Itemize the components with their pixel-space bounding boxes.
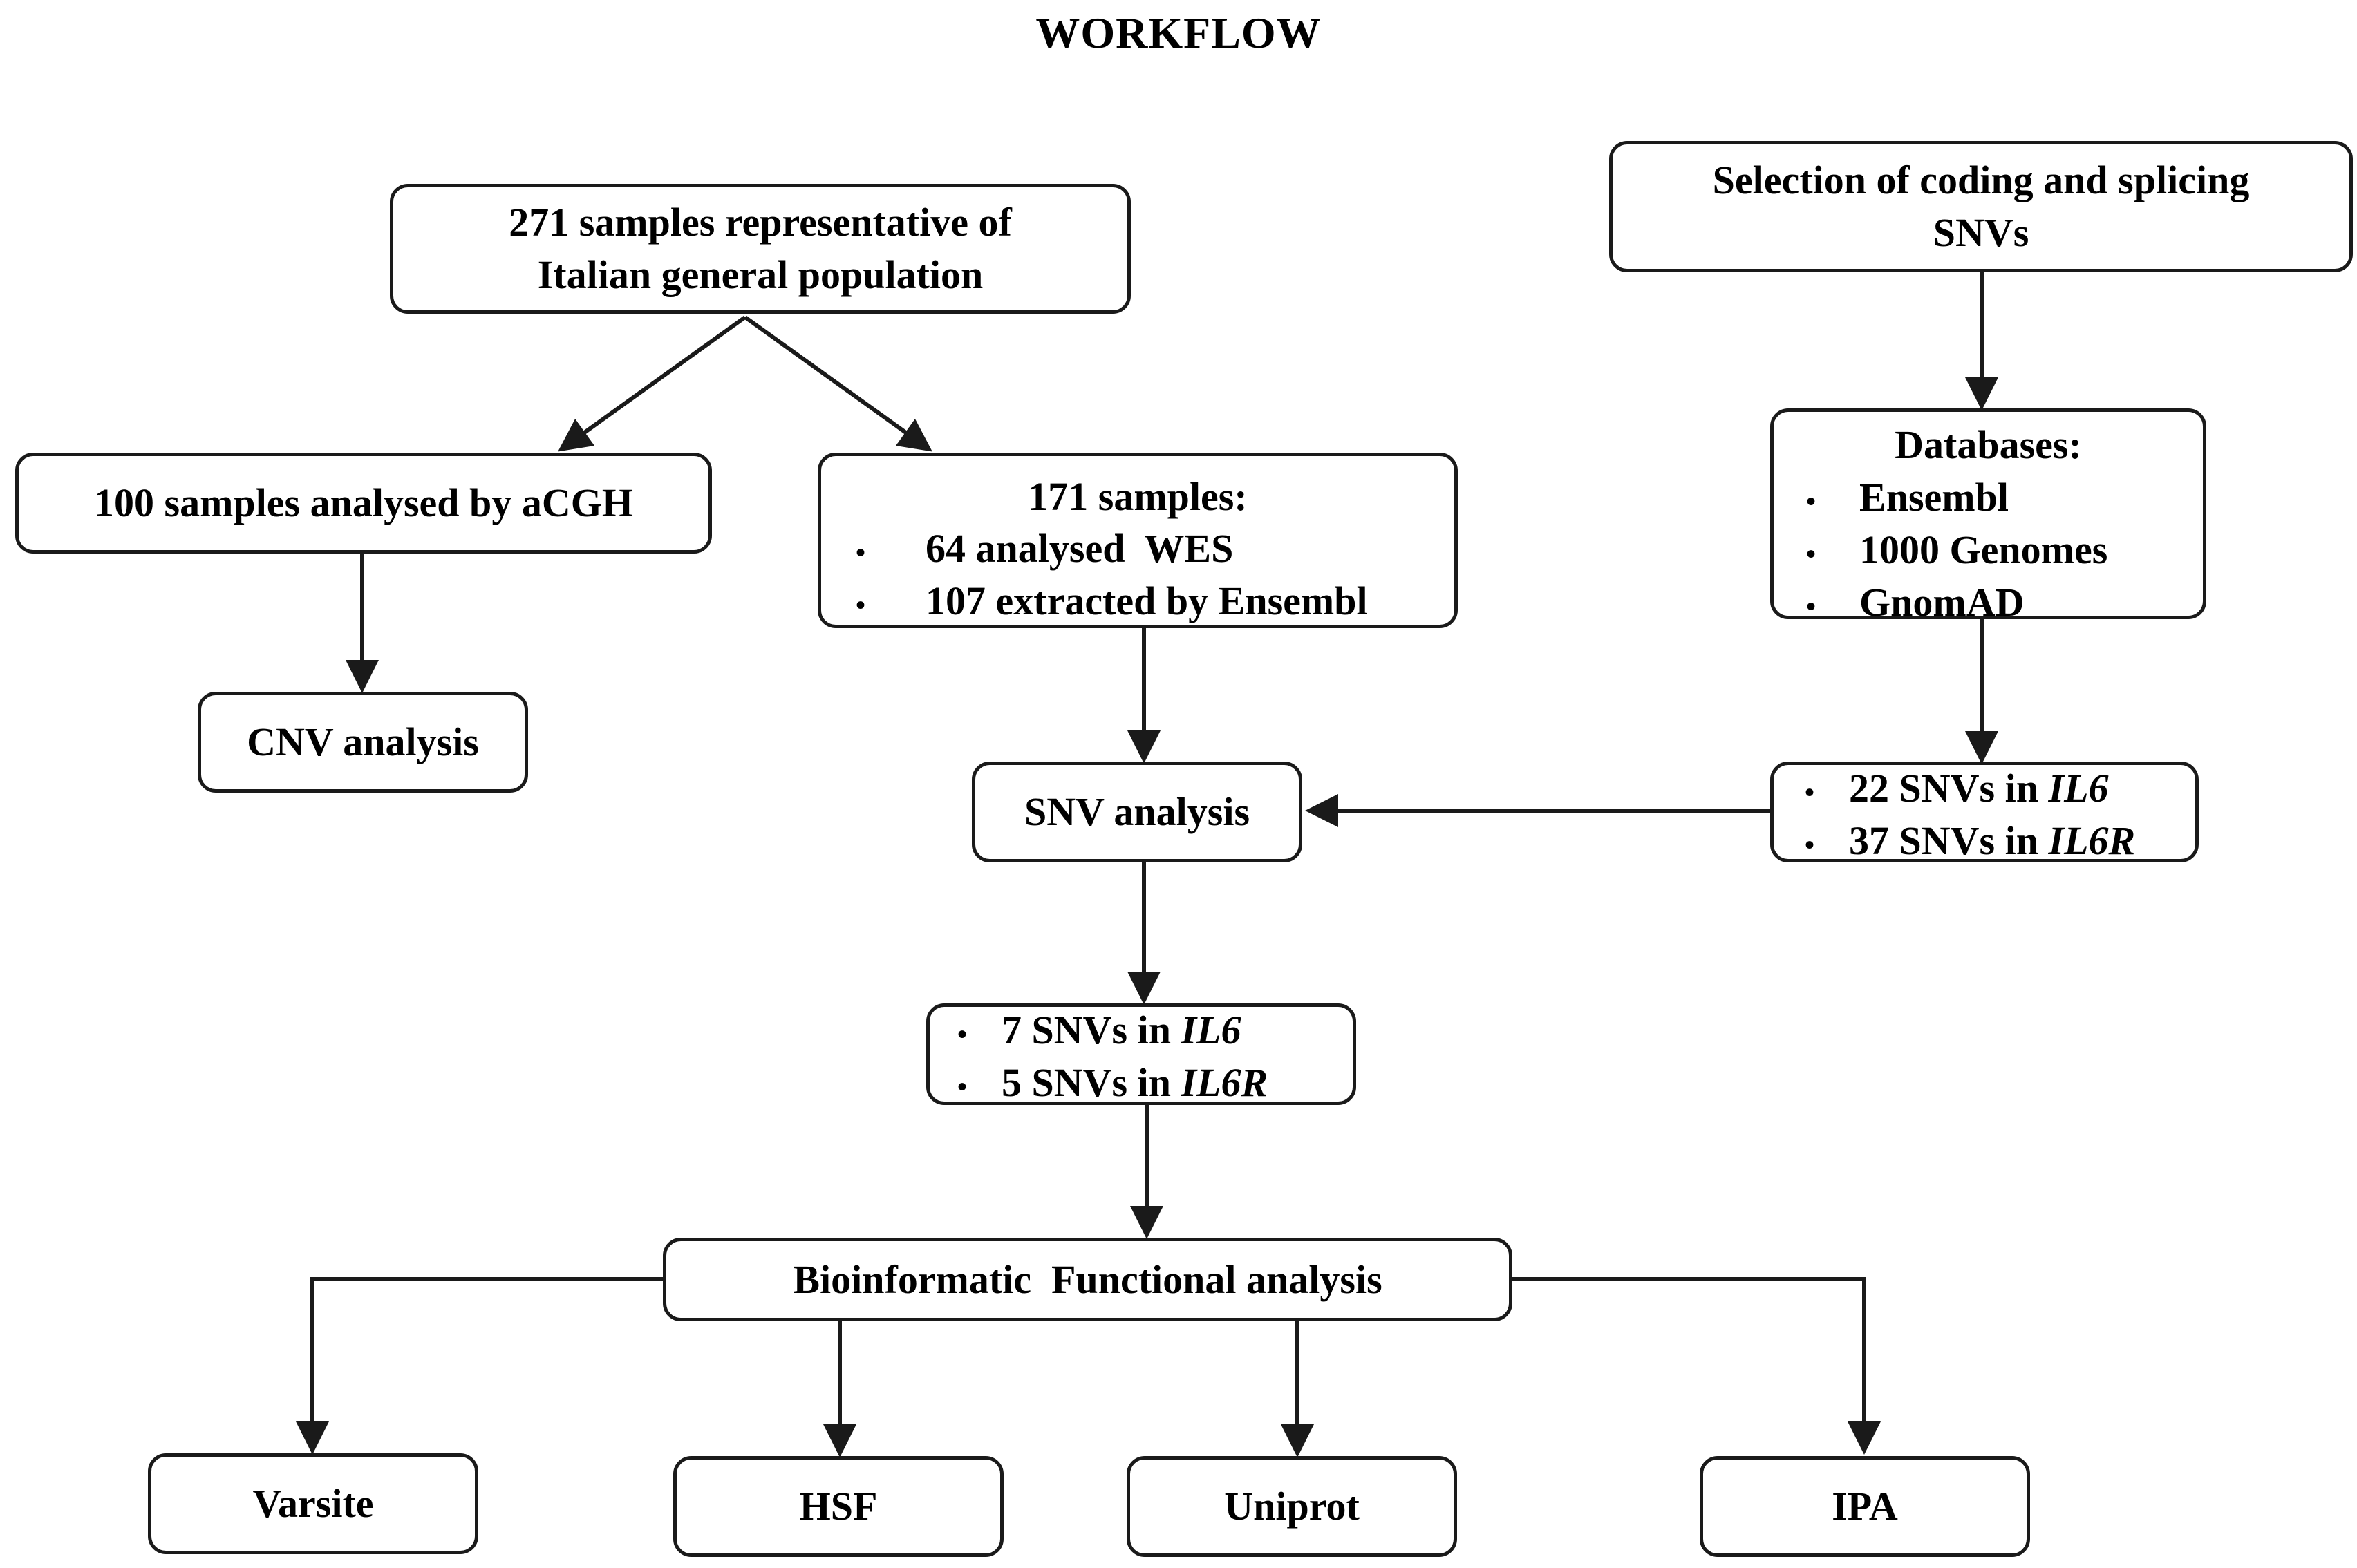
selection-box: Selection of coding and splicing SNVs [1609, 141, 2353, 272]
database-item-text: 1000 Genomes [1859, 527, 2108, 572]
cnv-box: CNV analysis [198, 692, 528, 793]
population-line-2: Italian general population [537, 252, 984, 297]
snv-sources-box: • 22 SNVs in IL6 • 37 SNVs in IL6R [1770, 762, 2199, 863]
snv-result-item: • 7 SNVs in IL6 [957, 1004, 1241, 1061]
snv-result-text: 7 SNVs in [1002, 1008, 1181, 1052]
tool-label: HSF [799, 1484, 878, 1529]
snv-source-text: 22 SNVs in [1849, 766, 2049, 811]
bullet-icon: • [856, 537, 866, 568]
arrow-bioinfo-to-varsite [296, 1277, 663, 1455]
tool-varsite-box: Varsite [148, 1453, 478, 1554]
snv-source-item: • 37 SNVs in IL6R [1805, 815, 2135, 871]
gene-name: IL6 [2048, 766, 2109, 811]
tool-label: Uniprot [1224, 1484, 1360, 1529]
tool-label: IPA [1832, 1484, 1898, 1529]
databases-box: Databases: • Ensembl • 1000 Genomes • Gn… [1770, 408, 2206, 625]
samples-171-item-text: 107 extracted by Ensembl [926, 578, 1368, 623]
samples-171-item-text: 64 analysed WES [926, 526, 1234, 571]
tool-label: Varsite [252, 1481, 374, 1526]
population-line-1: 271 samples representative of [509, 200, 1012, 245]
bullet-icon: • [957, 1019, 968, 1050]
database-item-text: Ensembl [1859, 475, 2009, 520]
database-item: • Ensembl [1806, 471, 2009, 528]
selection-line-1: Selection of coding and splicing [1712, 158, 2250, 202]
tool-uniprot-box: Uniprot [1127, 1456, 1457, 1557]
selection-line-2: SNVs [1933, 210, 2029, 255]
databases-heading: Databases: [1895, 422, 2082, 467]
bullet-icon: • [1806, 538, 1816, 569]
database-item: • 1000 Genomes [1806, 524, 2107, 580]
bullet-icon: • [1805, 777, 1815, 808]
samples-171-item: • 107 extracted by Ensembl [856, 575, 1368, 632]
population-box: 271 samples representative of Italian ge… [390, 184, 1131, 314]
diagram-title: WORKFLOW [1035, 8, 1322, 57]
database-item: • GnomAD [1806, 576, 2024, 633]
arrow-population-to-acgh [558, 315, 746, 452]
bioinformatic-label: Bioinformatic Functional analysis [793, 1256, 1382, 1302]
snv-result-item: • 5 SNVs in IL6R [957, 1057, 1268, 1113]
samples-171-item: • 64 analysed WES [856, 522, 1233, 579]
cnv-label: CNV analysis [247, 719, 479, 764]
gene-name: IL6 [1181, 1008, 1241, 1052]
bullet-icon: • [856, 589, 866, 621]
database-item-text: GnomAD [1859, 580, 2025, 625]
tool-ipa-box: IPA [1700, 1456, 2030, 1557]
gene-name: IL6R [2048, 818, 2136, 863]
bullet-icon: • [1806, 591, 1816, 622]
snv-source-text: 37 SNVs in [1849, 818, 2049, 863]
bullet-icon: • [957, 1071, 968, 1102]
snv-analysis-box: SNV analysis [972, 762, 1302, 862]
acgh-label: 100 samples analysed by aCGH [94, 480, 633, 525]
bioinformatic-box: Bioinformatic Functional analysis [663, 1238, 1512, 1321]
snv-results-box: • 7 SNVs in IL6 • 5 SNVs in IL6R [926, 1003, 1356, 1105]
arrow-bioinfo-to-ipa [1511, 1277, 1881, 1455]
snv-source-item: • 22 SNVs in IL6 [1805, 762, 2109, 819]
snv-analysis-label: SNV analysis [1024, 789, 1250, 834]
tool-hsf-box: HSF [673, 1456, 1004, 1557]
bullet-icon: • [1805, 829, 1815, 860]
samples-171-box: 171 samples: • 64 analysed WES • 107 ext… [818, 453, 1458, 628]
snv-result-text: 5 SNVs in [1002, 1060, 1181, 1105]
acgh-box: 100 samples analysed by aCGH [15, 453, 712, 554]
samples-171-heading: 171 samples: [1028, 474, 1248, 519]
arrow-population-to-171 [744, 315, 932, 452]
gene-name: IL6R [1181, 1060, 1268, 1105]
bullet-icon: • [1806, 486, 1816, 517]
